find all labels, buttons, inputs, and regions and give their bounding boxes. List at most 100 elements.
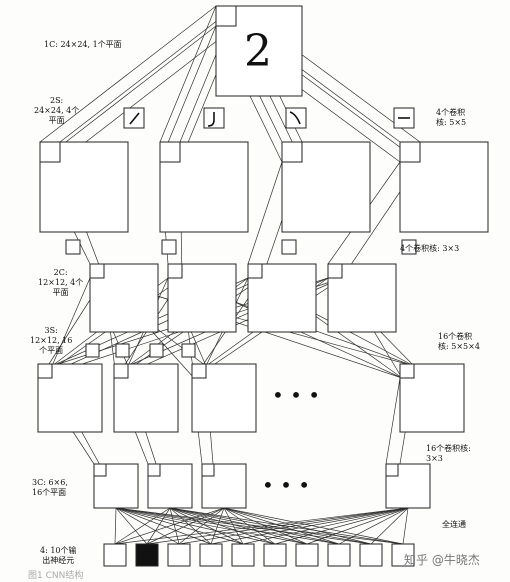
input-receptive-field bbox=[215, 5, 237, 27]
full-connection-line bbox=[169, 507, 404, 545]
connection-line bbox=[39, 25, 217, 163]
full-connection-line bbox=[169, 507, 340, 545]
full-connection-line bbox=[210, 507, 225, 545]
connection-line bbox=[51, 277, 91, 367]
map-2c-field-1 bbox=[89, 263, 105, 279]
full-connection-line bbox=[169, 507, 276, 545]
full-connection-line bbox=[169, 507, 244, 545]
full-connection-line bbox=[306, 507, 409, 545]
map-2s-field-3 bbox=[281, 141, 303, 163]
kernel-5x5x4-2 bbox=[115, 343, 130, 358]
map-2s-field-2 bbox=[159, 141, 181, 163]
full-connection-line bbox=[223, 507, 308, 545]
kernel-5x5x4-3 bbox=[149, 343, 164, 358]
map-3c-field-1 bbox=[93, 463, 107, 477]
full-connection-line bbox=[223, 507, 244, 545]
map-2c-field-2 bbox=[167, 263, 183, 279]
full-connection-line bbox=[115, 507, 180, 545]
full-connection-line bbox=[402, 507, 409, 545]
output-neuron-6 bbox=[295, 543, 319, 567]
kernel-glyph-3 bbox=[289, 111, 301, 125]
map-2s-3 bbox=[281, 141, 371, 233]
output-neuron-9 bbox=[391, 543, 415, 567]
map-3s-field-3 bbox=[191, 363, 207, 379]
output-neuron-1 bbox=[135, 543, 159, 567]
connection-line bbox=[247, 161, 283, 265]
label-3s: 3S: 12×12, 16 个平面 bbox=[30, 326, 73, 355]
map-3s-field-4 bbox=[399, 363, 415, 379]
kernel-5x5x4-4 bbox=[181, 343, 196, 358]
full-connection-line bbox=[114, 507, 171, 545]
output-neuron-3 bbox=[199, 543, 223, 567]
full-connection-line bbox=[115, 507, 148, 545]
kernel-5x5x4-1 bbox=[85, 343, 100, 358]
full-connection-line bbox=[146, 507, 409, 545]
kernel-5x5-3 bbox=[285, 107, 307, 129]
map-3c-field-2 bbox=[147, 463, 161, 477]
full-connection-line bbox=[210, 507, 409, 545]
ellipsis-row-3c: • • • bbox=[262, 473, 310, 497]
full-connection-line bbox=[338, 507, 409, 545]
connection-line bbox=[159, 25, 217, 163]
connection-line bbox=[159, 5, 217, 143]
map-3c-field-4 bbox=[385, 463, 399, 477]
full-connection-line bbox=[223, 507, 340, 545]
map-3c-field-3 bbox=[201, 463, 215, 477]
full-connection-line bbox=[115, 507, 308, 545]
label-kernels-16x33: 16个卷积核: 3×3 bbox=[426, 444, 471, 463]
map-2c-field-4 bbox=[327, 263, 343, 279]
full-connection-line bbox=[169, 507, 180, 545]
kernel-3x3-2 bbox=[161, 239, 177, 255]
map-3s-field-2 bbox=[113, 363, 129, 379]
full-connection-line bbox=[115, 507, 372, 545]
label-3c: 3C: 6×6, 16个平面 bbox=[32, 478, 68, 497]
kernel-3x3-4 bbox=[401, 239, 417, 255]
full-connection-line bbox=[115, 507, 340, 545]
kernel-glyph-2 bbox=[207, 112, 215, 127]
full-connection-line bbox=[115, 507, 212, 545]
label-output: 4: 10个输 出神经元 bbox=[40, 546, 77, 565]
label-fully-connected: 全连通 bbox=[442, 520, 466, 529]
full-connection-line bbox=[114, 507, 225, 545]
map-2c-3 bbox=[247, 263, 317, 333]
label-2s: 2S: 24×24, 4个 平面 bbox=[34, 96, 80, 125]
map-2c-field-3 bbox=[247, 263, 263, 279]
output-neuron-0 bbox=[103, 543, 127, 567]
caption: 图1 CNN结构 bbox=[28, 571, 84, 581]
connection-line bbox=[39, 5, 217, 143]
label-kernels-16x554: 16个卷积 核: 5×5×4 bbox=[438, 332, 480, 351]
map-3s-field-1 bbox=[37, 363, 53, 379]
output-neuron-5 bbox=[263, 543, 287, 567]
watermark: 知乎 @牛晓杰 bbox=[404, 553, 480, 567]
full-connection-line bbox=[223, 507, 372, 545]
full-connection-line bbox=[115, 507, 244, 545]
label-kernels-4x3: 4个卷积核: 3×3 bbox=[400, 244, 460, 253]
output-neuron-2 bbox=[167, 543, 191, 567]
ellipsis-row-3s: • • • bbox=[272, 383, 320, 407]
full-connection-line bbox=[178, 507, 225, 545]
label-2c: 2C: 12×12, 4个 平面 bbox=[38, 268, 84, 297]
output-neuron-4 bbox=[231, 543, 255, 567]
full-connection-line bbox=[146, 507, 171, 545]
full-connection-line bbox=[114, 507, 117, 545]
map-2s-field-4 bbox=[399, 141, 421, 163]
output-neuron-8 bbox=[359, 543, 383, 567]
full-connection-line bbox=[146, 507, 225, 545]
full-connection-line bbox=[114, 507, 409, 545]
full-connection-line bbox=[242, 507, 409, 545]
kernel-3x3-1 bbox=[65, 239, 81, 255]
full-connection-line bbox=[223, 507, 276, 545]
full-connection-line bbox=[274, 507, 409, 545]
full-connection-line bbox=[370, 507, 409, 545]
label-kernels-4x5: 4个卷积 核: 5×5 bbox=[436, 108, 467, 127]
kernel-glyph-1 bbox=[129, 112, 140, 125]
kernel-3x3-3 bbox=[281, 239, 297, 255]
connection-line bbox=[385, 377, 401, 465]
full-connection-line bbox=[223, 507, 404, 545]
full-connection-line bbox=[169, 507, 308, 545]
input-digit: 2 bbox=[244, 26, 272, 77]
full-connection-line bbox=[169, 507, 372, 545]
output-neuron-7 bbox=[327, 543, 351, 567]
label-1c: 1C: 24×24, 1个平面 bbox=[44, 40, 122, 49]
